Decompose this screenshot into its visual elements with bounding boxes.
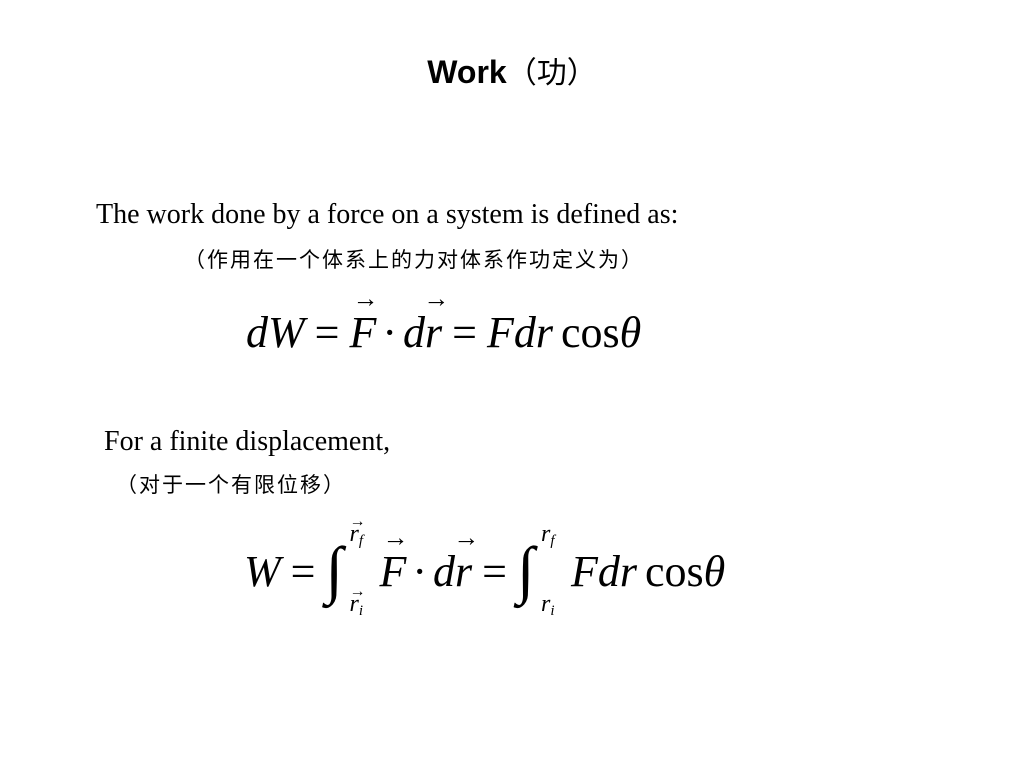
- eq2-cos: cos: [644, 547, 704, 596]
- eq1-equals-1: =: [314, 308, 340, 357]
- eq1-position-vector: →r: [423, 284, 450, 358]
- integral-upper-limit: →rf: [349, 513, 365, 553]
- definition-text: The work done by a force on a system is …: [96, 199, 679, 230]
- title-chinese: （功）: [506, 56, 597, 91]
- eq2-integral-1: ∫→rf→ri: [325, 513, 371, 619]
- integral-sign-icon: ∫: [325, 534, 344, 605]
- eq1-force-vector: →F: [349, 284, 379, 358]
- eq2-d: d: [433, 547, 456, 596]
- definition-translation: （作用在一个体系上的力对体系作功定义为）: [184, 248, 644, 272]
- vector-arrow-icon: →: [349, 583, 366, 600]
- page-title: Work（功）: [0, 52, 1024, 94]
- eq2-dot: ·: [412, 547, 428, 596]
- eq1-dot: ·: [382, 308, 398, 357]
- eq2-lhs: W: [244, 547, 281, 596]
- vector-arrow-icon: →: [352, 284, 379, 313]
- integral-sign-icon: ∫: [516, 534, 535, 605]
- eq1-cos: cos: [560, 308, 620, 357]
- eq1-d: d: [403, 308, 426, 357]
- vector-arrow-icon: →: [382, 523, 409, 552]
- eq2-force-vector: →F: [379, 523, 409, 597]
- vector-arrow-icon: →: [423, 284, 450, 313]
- eq1-theta: θ: [619, 308, 642, 357]
- finite-displacement-text: For a finite displacement,: [104, 426, 391, 457]
- eq1-lhs: dW: [246, 308, 305, 357]
- eq1-rhs: Fdr: [486, 308, 553, 357]
- integral-lower-limit: →ri: [349, 583, 365, 623]
- eq2-position-vector: →r: [453, 523, 480, 597]
- eq2-theta: θ: [703, 547, 726, 596]
- integral-lower-limit: ri: [540, 591, 555, 619]
- eq2-equals-2: =: [482, 547, 507, 596]
- vector-arrow-icon: →: [349, 513, 366, 530]
- eq2-integral-2: ∫rf ri: [516, 522, 563, 619]
- title-english: Work: [427, 54, 507, 90]
- eq2-rhs: Fdr: [570, 547, 637, 596]
- eq2-equals-1: =: [290, 547, 316, 596]
- finite-displacement-translation: （对于一个有限位移）: [116, 473, 346, 497]
- integral-upper-limit: rf: [540, 521, 555, 549]
- eq1-equals-2: =: [452, 308, 477, 357]
- vector-arrow-icon: →: [453, 523, 480, 552]
